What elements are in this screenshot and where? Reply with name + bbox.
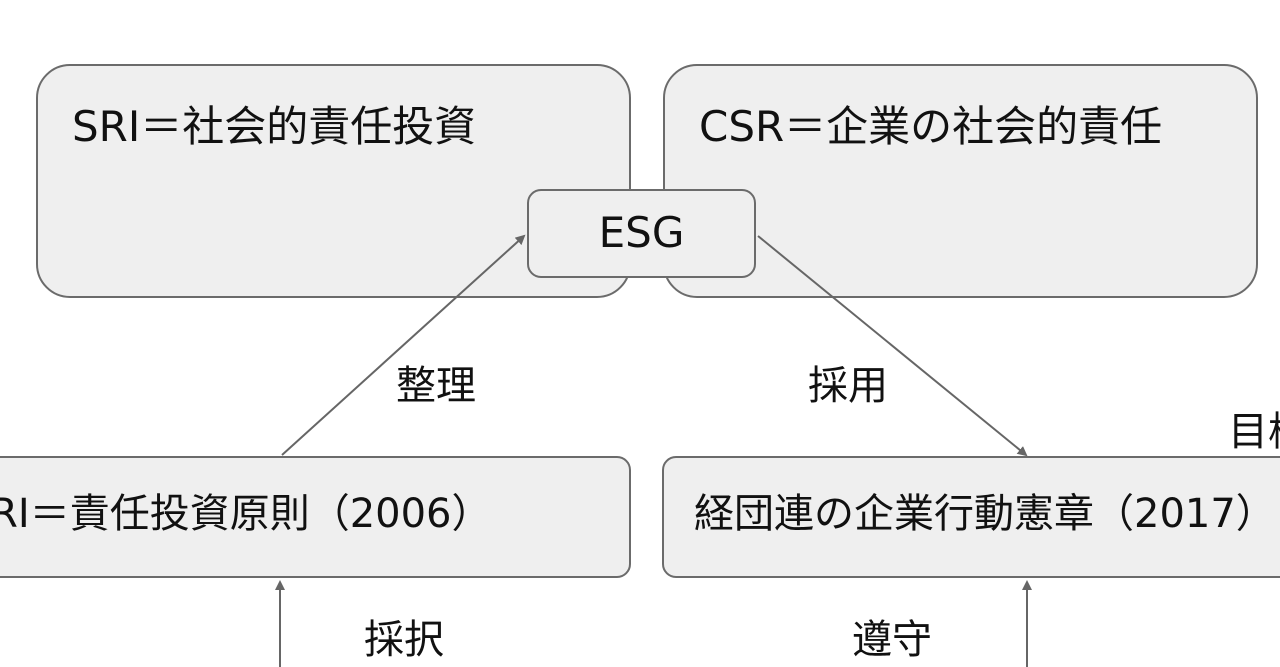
keidanren-box-label: 経団連の企業行動憲章（2017）: [694, 491, 1276, 537]
pri-box: PRI＝責任投資原則（2006）: [0, 456, 631, 578]
keidanren-box: 経団連の企業行動憲章（2017）: [662, 456, 1280, 578]
edge-label-saitaku: 採択: [364, 617, 444, 663]
esg-box: ESG: [527, 189, 756, 278]
edge-label-saiyou: 採用: [808, 363, 888, 409]
esg-box-label: ESG: [598, 208, 685, 257]
pri-box-label: PRI＝責任投資原則（2006）: [0, 491, 492, 537]
csr-box-label: CSR＝企業の社会的責任: [699, 102, 1163, 151]
edge-label-mokuhyou: 目標: [1228, 409, 1280, 455]
edge-label-seiri: 整理: [396, 363, 476, 409]
edge-label-junshu: 遵守: [852, 617, 932, 663]
sri-box-label: SRI＝社会的責任投資: [72, 102, 477, 151]
